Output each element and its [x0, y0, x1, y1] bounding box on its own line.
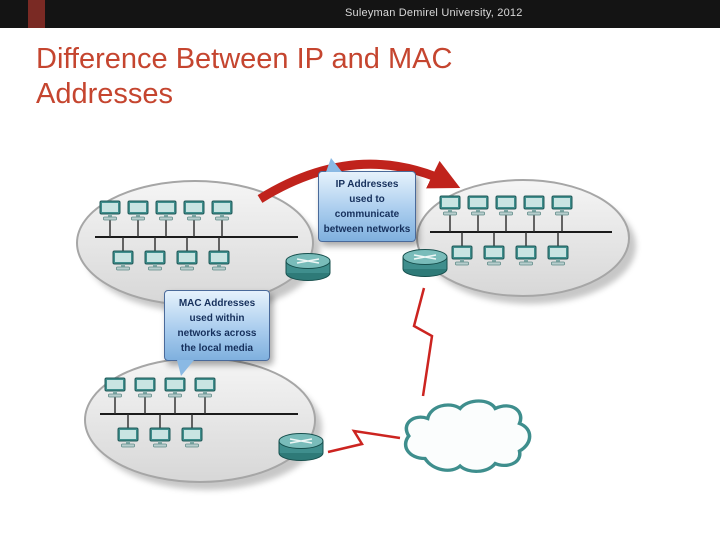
wan-cloud-icon	[403, 399, 532, 473]
callout-line: between networks	[323, 224, 411, 235]
callout-pointer-icon	[326, 158, 342, 172]
drop-lines	[449, 215, 563, 246]
header-accent-block	[28, 0, 45, 28]
lan-ellipse-top-left	[76, 180, 314, 306]
red-zigzag-link-icon	[412, 287, 434, 397]
callout-line: the local media	[180, 343, 254, 354]
callout-line: IP Addresses	[335, 179, 399, 190]
callout-line: MAC Addresses	[178, 298, 256, 309]
lan-bottom-left-devices	[100, 377, 324, 462]
red-curved-arrow-icon	[257, 159, 461, 203]
lan-top-left-devices	[95, 200, 331, 282]
router-icon	[278, 432, 324, 462]
title-line1: Difference Between IP and MAC	[36, 43, 453, 75]
callout-line: networks across	[177, 328, 257, 339]
red-zigzag-link-icon	[327, 429, 401, 454]
callout-line: used to	[349, 194, 385, 205]
callout-ip-addresses: IP Addresses used to communicate between…	[318, 158, 416, 242]
drop-lines	[109, 220, 223, 251]
callout-line: communicate	[334, 209, 400, 220]
callout-mac-addresses: MAC Addresses used within networks acros…	[164, 290, 270, 376]
router-icon	[402, 248, 448, 278]
header-bar: Suleyman Demirel University, 2012	[0, 0, 720, 28]
title-line2: Addresses	[36, 77, 174, 110]
lan-ellipse-bottom-left	[84, 357, 316, 483]
lan-top-right-devices	[402, 195, 612, 278]
router-icon	[285, 252, 331, 282]
callout-line: used within	[189, 313, 245, 324]
callout-pointer-icon	[177, 360, 194, 376]
header-text: Suleyman Demirel University, 2012	[345, 7, 523, 19]
drop-lines	[114, 397, 206, 428]
